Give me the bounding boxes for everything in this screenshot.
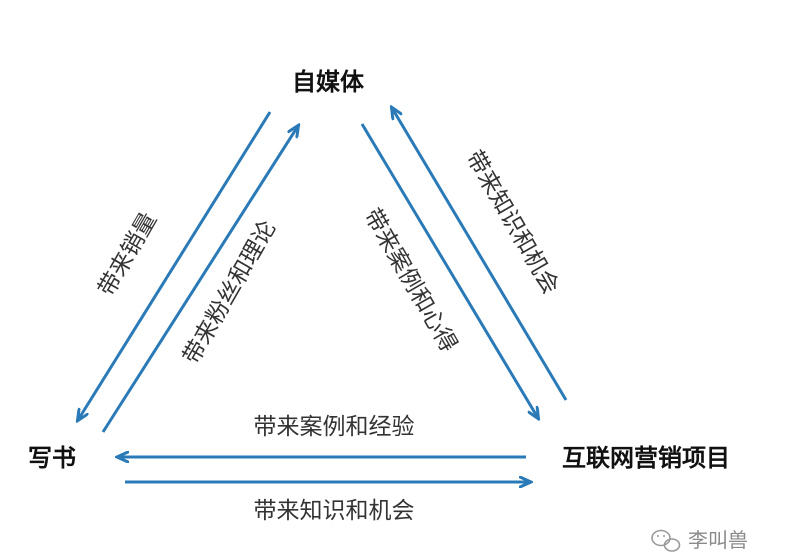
edge-label-sales: 带来销量	[94, 208, 163, 301]
wechat-icon	[651, 529, 681, 552]
edge-label-cases-insights: 带来案例和心得	[359, 204, 462, 356]
node-self-media: 自媒体	[292, 68, 365, 96]
arrow-book-to-self-media	[101, 126, 298, 433]
watermark-author: 李叫兽	[688, 528, 748, 552]
watermark: 李叫兽	[651, 528, 748, 552]
edge-label-knowledge-opportunity-bottom: 带来知识和机会	[254, 498, 415, 524]
arrow-project-to-self-media	[392, 108, 568, 401]
node-internet-marketing-project: 互联网营销项目	[562, 444, 730, 472]
arrow-self-media-to-book	[78, 111, 272, 420]
edge-label-cases-experience: 带来案例和经验	[254, 414, 415, 440]
arrow-self-media-to-project	[360, 123, 538, 418]
edge-label-knowledge-opportunity-right: 带来知识和机会	[461, 146, 564, 298]
node-write-book: 写书	[28, 444, 76, 472]
edge-label-fans-theory: 带来粉丝和理论	[178, 216, 281, 368]
